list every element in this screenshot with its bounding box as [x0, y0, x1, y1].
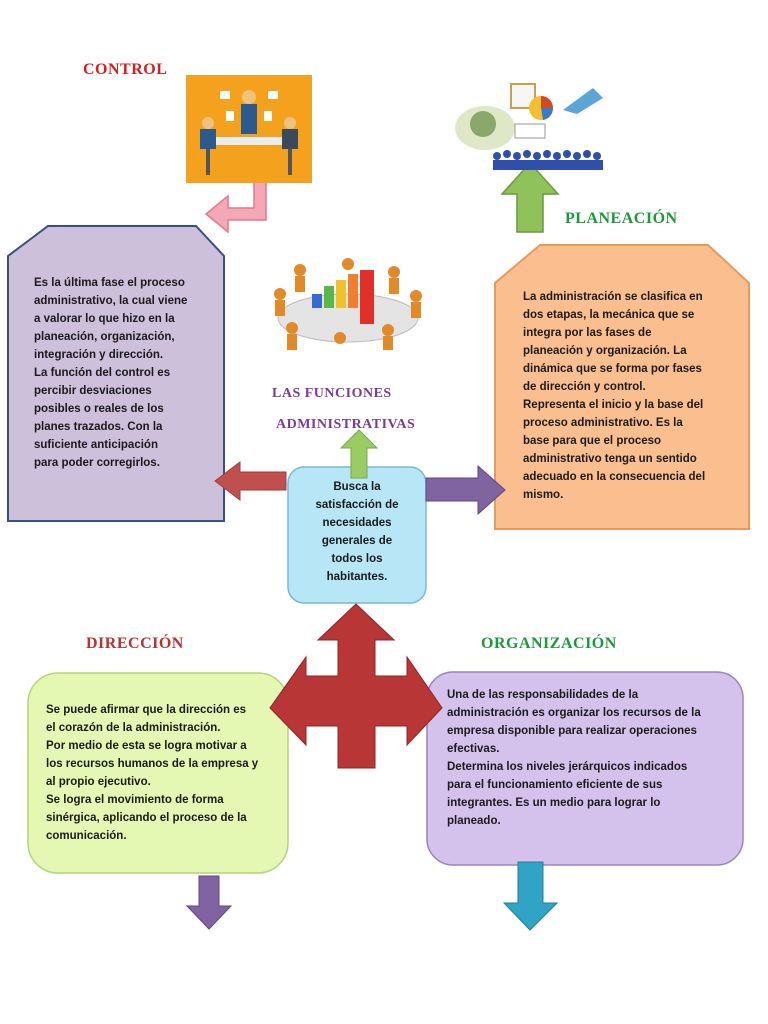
- center-description: Busca la satisfacción de necesidades gen…: [315, 481, 399, 583]
- planning-collage-image: [455, 83, 603, 170]
- control-title: CONTROL: [83, 61, 168, 78]
- planeacion-box-shape: [494, 244, 750, 530]
- purple-right-arrow: [425, 464, 506, 516]
- red-cross-arrow: [269, 603, 443, 769]
- control-box-shape: [7, 225, 225, 522]
- purple-down-arrow: [185, 875, 233, 930]
- planeacion-description: La administración se clasifica en dos et…: [523, 291, 706, 501]
- small-green-up-arrow: [339, 429, 379, 479]
- control-description: Es la última fase el proceso administrat…: [34, 277, 188, 469]
- direccion-description: Se puede afirmar que la dirección es el …: [46, 704, 259, 842]
- organizacion-description: Una de las responsabilidades de la admin…: [447, 689, 701, 827]
- las-funciones-title: LAS FUNCIONES: [272, 386, 392, 401]
- green-up-arrow: [500, 161, 560, 233]
- organizacion-title: ORGANIZACIÓN: [481, 635, 617, 652]
- teal-down-arrow: [502, 861, 559, 931]
- pink-bent-arrow: [204, 157, 267, 234]
- direccion-title: DIRECCIÓN: [86, 635, 184, 652]
- business-meeting-image: [186, 75, 312, 183]
- administrativas-title: ADMINISTRATIVAS: [276, 417, 416, 432]
- direccion-box-shape: [27, 672, 289, 874]
- red-left-arrow: [214, 460, 287, 502]
- team-chart-image: [274, 258, 422, 350]
- organizacion-box-shape: [426, 671, 744, 866]
- planeacion-title: PLANEACIÓN: [565, 210, 678, 227]
